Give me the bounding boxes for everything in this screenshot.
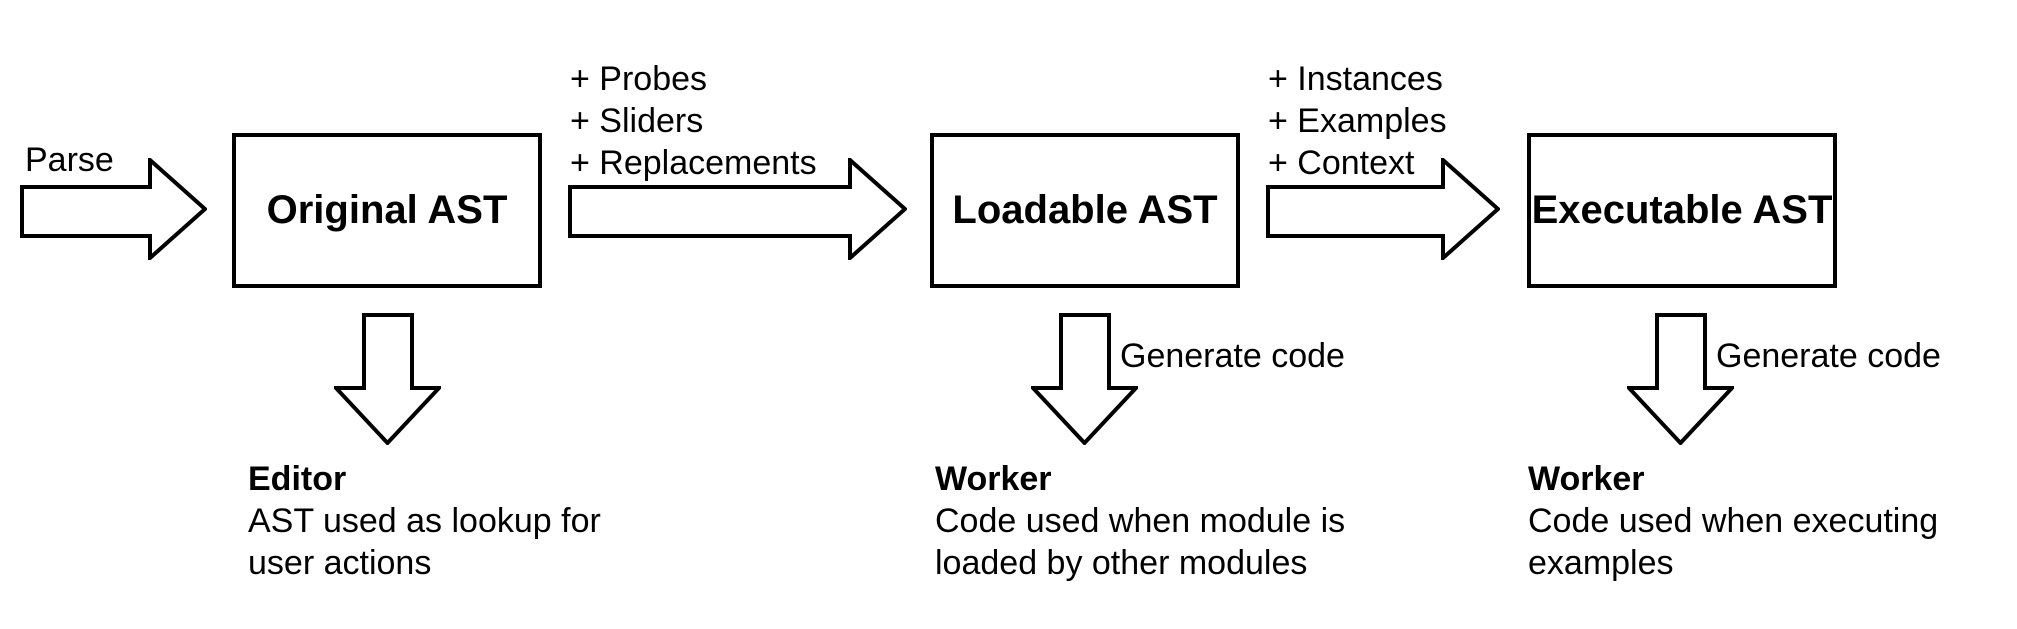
addition-examples: + Examples <box>1268 102 1447 140</box>
loadable-ast-label: Loadable AST <box>952 188 1218 232</box>
addition-instances: + Instances <box>1268 60 1443 98</box>
worker-load-title: Worker <box>935 460 1052 498</box>
editor-title: Editor <box>248 460 347 498</box>
stage1-additions-labels: + Probes + Sliders + Replacements <box>570 58 817 184</box>
parse-label: Parse <box>25 141 114 179</box>
worker-execute-description-block: Worker Code used when executing examples <box>1528 458 1938 584</box>
addition-probes: + Probes <box>570 60 708 98</box>
down-arrow-icon-worker-execute <box>1627 313 1734 445</box>
addition-context: + Context <box>1268 144 1415 182</box>
right-arrow-icon-load <box>568 158 907 260</box>
down-arrow-icon-editor <box>334 313 441 445</box>
original-ast-box: Original AST <box>232 133 542 288</box>
worker-execute-desc-line1: Code used when executing <box>1528 502 1939 540</box>
addition-replacements: + Replacements <box>570 144 817 182</box>
worker-load-description-block: Worker Code used when module is loaded b… <box>935 458 1345 584</box>
right-arrow-icon-execute <box>1266 158 1500 260</box>
editor-desc-line2: user actions <box>248 544 432 582</box>
addition-sliders: + Sliders <box>570 102 704 140</box>
loadable-ast-box: Loadable AST <box>930 133 1240 288</box>
worker-load-desc-line1: Code used when module is <box>935 502 1346 540</box>
generate-code-label-execute: Generate code <box>1716 337 1941 375</box>
down-arrow-icon-worker-load <box>1031 313 1138 445</box>
executable-ast-box: Executable AST <box>1527 133 1837 288</box>
worker-load-desc-line2: loaded by other modules <box>935 544 1308 582</box>
editor-description-block: Editor AST used as lookup for user actio… <box>248 458 601 584</box>
generate-code-label-load: Generate code <box>1120 337 1345 375</box>
executable-ast-label: Executable AST <box>1531 188 1833 232</box>
worker-execute-desc-line2: examples <box>1528 544 1674 582</box>
stage2-additions-labels: + Instances + Examples + Context <box>1268 58 1447 184</box>
editor-desc-line1: AST used as lookup for <box>248 502 601 540</box>
original-ast-label: Original AST <box>266 188 508 232</box>
worker-execute-title: Worker <box>1528 460 1645 498</box>
right-arrow-icon-parse <box>20 158 207 260</box>
